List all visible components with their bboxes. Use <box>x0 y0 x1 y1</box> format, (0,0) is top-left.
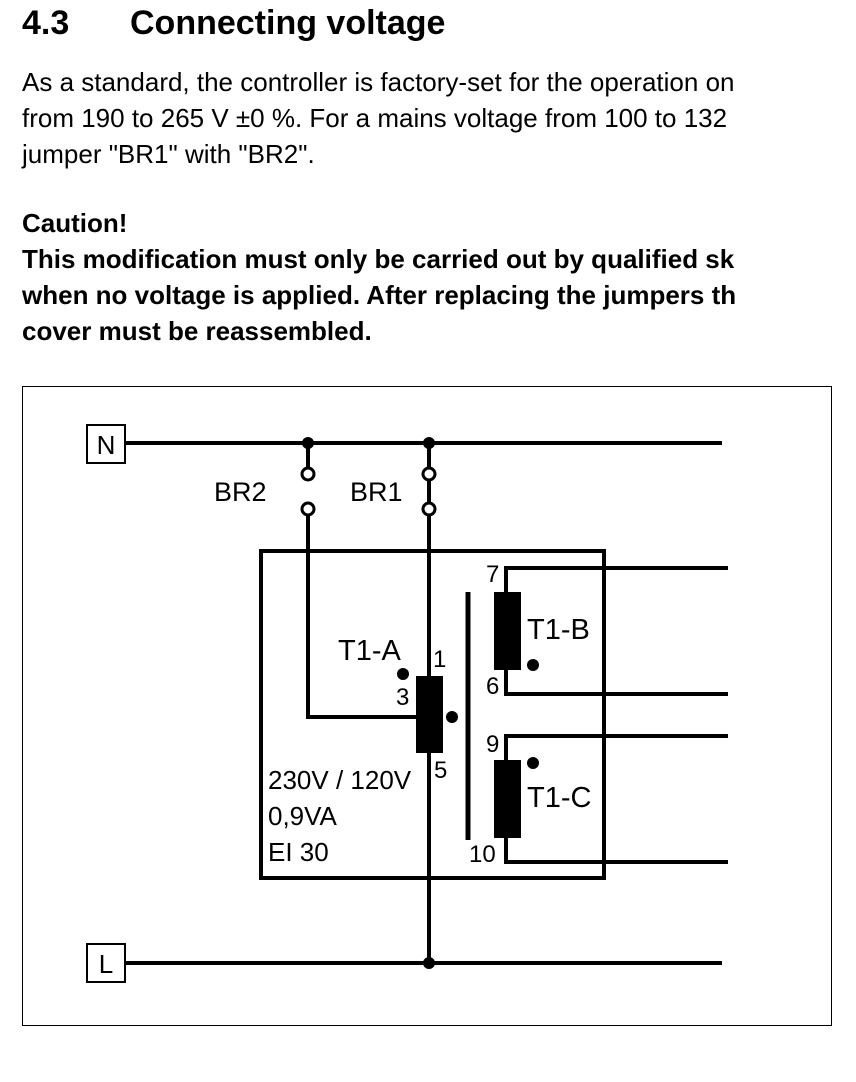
caution-line: This modification must only be carried o… <box>22 244 735 274</box>
pin-3-label: 3 <box>396 684 409 711</box>
pin-6-label: 6 <box>486 673 499 700</box>
winding-t1b <box>494 592 521 670</box>
caution-line: when no voltage is applied. After replac… <box>22 280 737 310</box>
spec-voltage: 230V / 120V <box>268 765 412 795</box>
section-number: 4.3 <box>22 4 70 42</box>
winding-t1c-label: T1-C <box>527 782 591 814</box>
br2-wire-to-pin3 <box>306 515 416 719</box>
junction-dot <box>423 957 435 969</box>
jumper-br2-label: BR2 <box>214 477 267 507</box>
pin-7-label: 7 <box>486 561 499 588</box>
t1b-pin6-lead <box>504 668 728 696</box>
intro-line: from 190 to 265 V ±0 %. For a mains volt… <box>22 103 728 133</box>
caution-block: Caution! This modification must only be … <box>22 205 736 349</box>
wiring-diagram-frame <box>22 386 832 1026</box>
br1-contact-top <box>421 466 437 482</box>
terminal-n-label: N <box>97 430 116 460</box>
winding-t1a-label: T1-A <box>338 635 402 667</box>
polarity-dot-t1a-in <box>397 668 409 680</box>
polarity-dot-t1c <box>527 757 539 769</box>
intro-line: As a standard, the controller is factory… <box>22 67 735 97</box>
polarity-dot-t1b <box>527 659 539 671</box>
t1b-pin7-lead <box>504 566 728 595</box>
caution-title: Caution! <box>22 208 128 238</box>
transformer-enclosure <box>259 549 606 880</box>
winding-t1a <box>416 676 443 753</box>
spec-core: EI 30 <box>268 837 329 867</box>
polarity-dot-t1a-out <box>446 711 458 723</box>
junction-dot <box>302 437 314 449</box>
br1-contact-bottom <box>421 501 437 517</box>
br2-contact-bottom <box>300 501 316 517</box>
pin-9-label: 9 <box>486 731 499 758</box>
t1c-pin9-lead <box>504 734 728 763</box>
junction-dot <box>423 437 435 449</box>
intro-paragraph: As a standard, the controller is factory… <box>22 64 735 172</box>
winding-t1b-label: T1-B <box>527 614 590 646</box>
jumper-br1-label: BR1 <box>350 477 403 507</box>
br2-contact-top <box>300 466 316 482</box>
intro-line: jumper "BR1" with "BR2". <box>22 139 315 169</box>
section-heading: 4.3 Connecting voltage <box>22 4 445 43</box>
pin-10-label: 10 <box>469 841 496 868</box>
t1c-pin10-lead <box>504 836 728 864</box>
winding-t1c <box>494 760 521 838</box>
pin-5-label: 5 <box>434 757 447 784</box>
spec-power: 0,9VA <box>268 801 338 831</box>
pin-1-label: 1 <box>433 646 446 673</box>
caution-line: cover must be reassembled. <box>22 316 372 346</box>
terminal-l-label: L <box>99 949 113 979</box>
section-title: Connecting voltage <box>130 4 446 42</box>
